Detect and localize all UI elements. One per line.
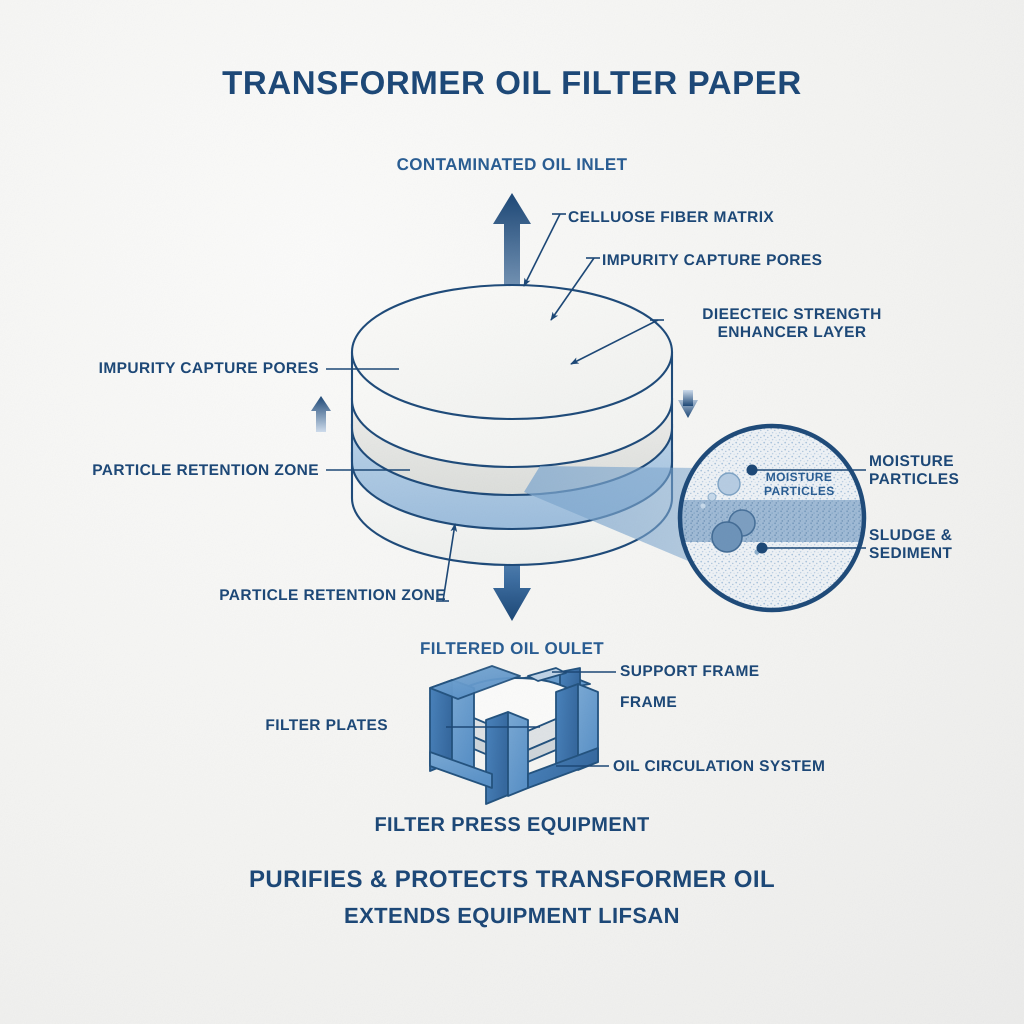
callout-support-frame: SUPPORT FRAME — [620, 663, 760, 680]
callout-frame: FRAME — [620, 694, 678, 711]
tagline-secondary: EXTENDS EQUIPMENT LIFSAN — [344, 903, 680, 928]
callout-filter-plates: FILTER PLATES — [265, 717, 388, 734]
magnifier-inner-label-moisture-particles: MOISTURE PARTICLES — [764, 470, 835, 499]
callout-particle-retention-zone-upper: PARTICLE RETENTION ZONE — [92, 462, 319, 479]
tagline-primary: PURIFIES & PROTECTS TRANSFORMER OIL — [248, 866, 775, 893]
filtered-oil-outlet-label: FILTERED OIL OULET — [419, 639, 605, 658]
callout-oil-circulation-system: OIL CIRCULATION SYSTEM — [613, 758, 826, 775]
side-flow-arrow-left — [311, 396, 331, 432]
callout-dielectric-strength-enhancer-layer: DIEECTEIC STRENGTH ENHANCER LAYER — [702, 306, 882, 342]
callout-sludge-and-sediment: SLUDGE & SEDIMENT — [869, 527, 953, 563]
callout-particle-retention-zone-lower: PARTICLE RETENTION ZONE — [219, 587, 446, 604]
contaminated-oil-inlet-label: CONTAMINATED OIL INLET — [396, 155, 628, 174]
filter-press-equipment-caption: FILTER PRESS EQUIPMENT — [374, 814, 650, 836]
magnifier-detail-circle — [677, 423, 867, 613]
callout-impurity-capture-pores-left: IMPURITY CAPTURE PORES — [98, 360, 319, 377]
callout-moisture-particles: MOISTURE PARTICLES — [869, 453, 960, 489]
page-title: TRANSFORMER OIL FILTER PAPER — [222, 64, 802, 101]
callout-cellulose-fiber-matrix: CELLUOSE FIBER MATRIX — [568, 209, 775, 226]
callout-impurity-capture-pores-right: IMPURITY CAPTURE PORES — [602, 252, 823, 269]
side-flow-arrow-right — [678, 390, 698, 418]
filter-press-equipment — [429, 665, 599, 805]
